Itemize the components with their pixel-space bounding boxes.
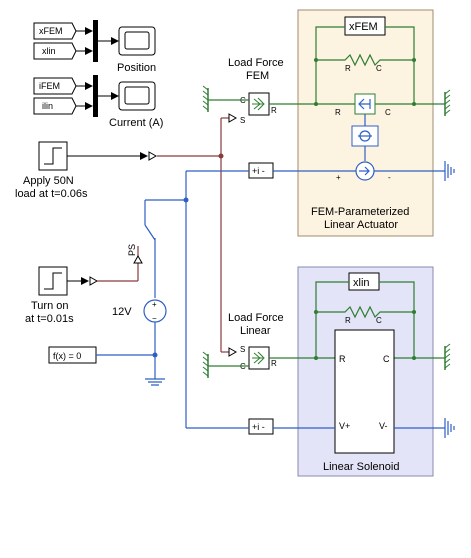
mech-ground-icon xyxy=(444,89,451,115)
load-force-fem-label-1: Load Force xyxy=(228,57,284,69)
switch-ps-label: PS xyxy=(127,244,137,256)
lin-port-vplus: V+ xyxy=(339,421,350,431)
from-ifem-label: iFEM xyxy=(39,81,60,91)
elec-ground-icon xyxy=(444,418,455,438)
fem-actuator-port-c: C xyxy=(385,108,391,117)
fem-actuator-port-r: R xyxy=(335,108,341,117)
lin-port-vminus: V- xyxy=(379,421,388,431)
load-force-fem-port-s: S xyxy=(240,116,245,125)
lin-port-c: C xyxy=(383,354,390,364)
fem-sensor-port-r: R xyxy=(345,64,351,73)
lin-current-sensor[interactable] xyxy=(248,418,274,435)
position-mux[interactable] xyxy=(93,20,98,62)
load-force-fem-port-r: R xyxy=(271,106,277,115)
from-xfem-label: xFEM xyxy=(39,26,63,36)
from-xlin-block[interactable] xyxy=(33,42,77,60)
svg-text:−: − xyxy=(152,314,157,323)
fem-panel-title-2: Linear Actuator xyxy=(324,219,398,231)
goto-xfem-label: xFEM xyxy=(349,21,378,33)
lin-sensor-port-c: C xyxy=(376,316,382,325)
goto-xlin-label: xlin xyxy=(353,277,370,289)
current-scope-label: Current (A) xyxy=(109,117,163,129)
fem-sensor-port-c: C xyxy=(376,64,382,73)
load-force-lin-port-s: S xyxy=(240,345,245,354)
linear-solenoid-block[interactable] xyxy=(334,329,395,454)
from-xfem-block[interactable] xyxy=(33,22,77,40)
load-force-lin-label-1: Load Force xyxy=(228,312,284,324)
fem-source-minus: - xyxy=(388,173,391,182)
lin-current-sensor-label: +i - xyxy=(252,422,265,432)
from-ifem-block[interactable] xyxy=(33,77,77,95)
fem-current-sensor-label: +i - xyxy=(252,166,265,176)
turn-on-label-2: at t=0.01s xyxy=(25,313,74,325)
turn-on-label-1: Turn on xyxy=(31,300,69,312)
voltage-label: 12V xyxy=(112,306,132,318)
apply-load-ps-converter[interactable] xyxy=(148,151,158,161)
fem-source-plus: + xyxy=(336,173,341,182)
load-force-lin-port-r: R xyxy=(271,359,277,368)
position-scope-label: Position xyxy=(117,62,156,74)
mech-ground-icon xyxy=(202,351,209,377)
goto-xfem-block[interactable] xyxy=(344,16,386,36)
apply-load-label-1: Apply 50N xyxy=(23,175,74,187)
svg-text:+: + xyxy=(152,300,157,309)
lin-panel-title: Linear Solenoid xyxy=(323,461,399,473)
apply-load-label-2: load at t=0.06s xyxy=(15,188,88,200)
solver-config-label: f(x) = 0 xyxy=(53,351,81,361)
mech-ground-icon xyxy=(202,85,209,111)
load-force-lin-label-2: Linear xyxy=(240,325,271,337)
lin-sensor-port-r: R xyxy=(345,316,351,325)
current-mux[interactable] xyxy=(93,75,98,117)
from-ilin-label: ilin xyxy=(42,101,53,111)
load-force-fem-label-2: FEM xyxy=(246,70,269,82)
from-xlin-label: xlin xyxy=(42,46,56,56)
elec-ground-icon xyxy=(145,378,165,386)
supply-switch[interactable] xyxy=(144,224,156,241)
from-ilin-block[interactable] xyxy=(33,97,77,115)
fem-panel-title-1: FEM-Parameterized xyxy=(311,206,409,218)
mech-ground-icon xyxy=(444,343,451,369)
elec-ground-icon xyxy=(444,161,455,181)
lin-port-r: R xyxy=(339,354,346,364)
